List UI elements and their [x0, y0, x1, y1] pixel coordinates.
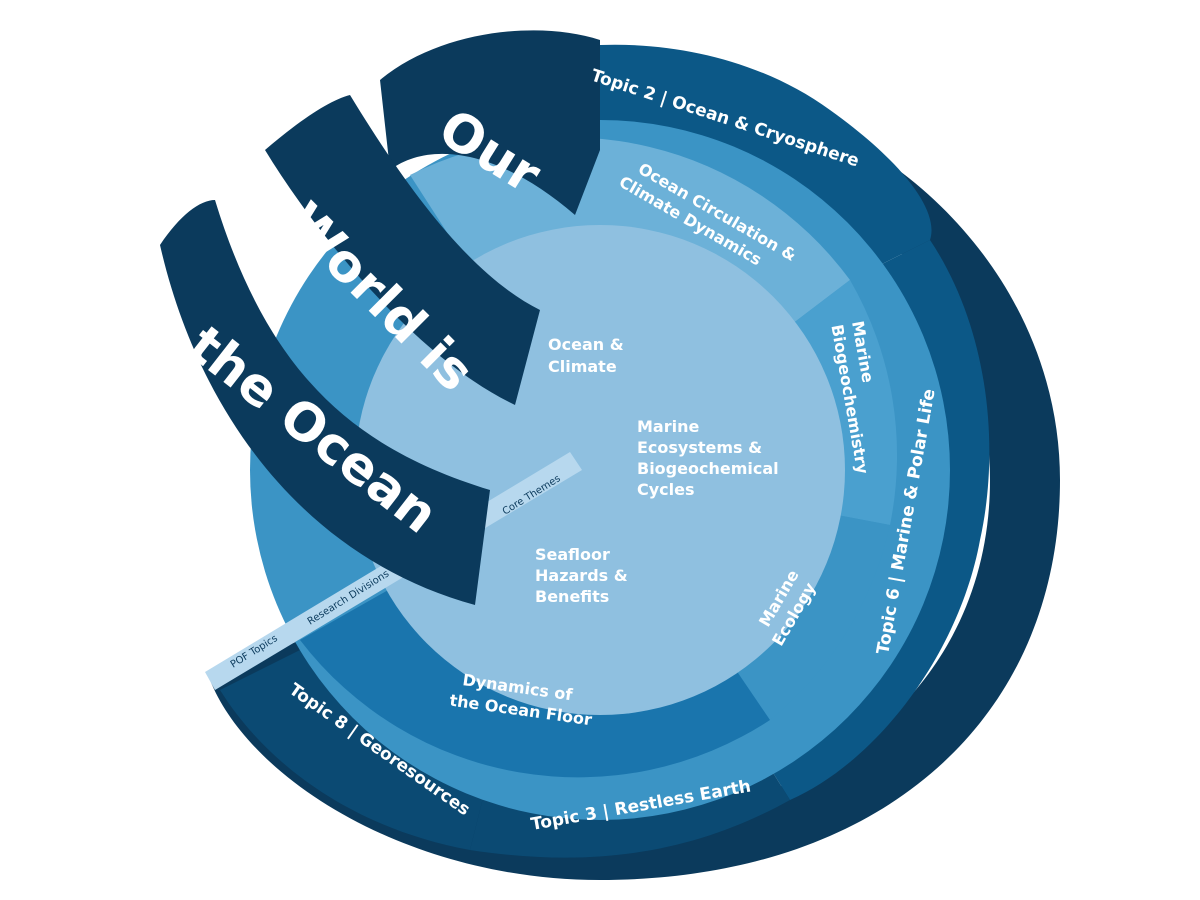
topic8-segment[interactable]: [220, 650, 490, 850]
core-ocean-climate: Ocean & Climate: [548, 335, 629, 376]
ribbon-our: [380, 30, 600, 215]
core-center: Marine Ecosystems & Biogeochemical Cycle…: [637, 417, 784, 499]
core-seafloor: Seafloor Hazards & Benefits: [535, 545, 633, 606]
ribbon-ocean: [160, 200, 490, 605]
ribbon-world: [265, 95, 540, 405]
